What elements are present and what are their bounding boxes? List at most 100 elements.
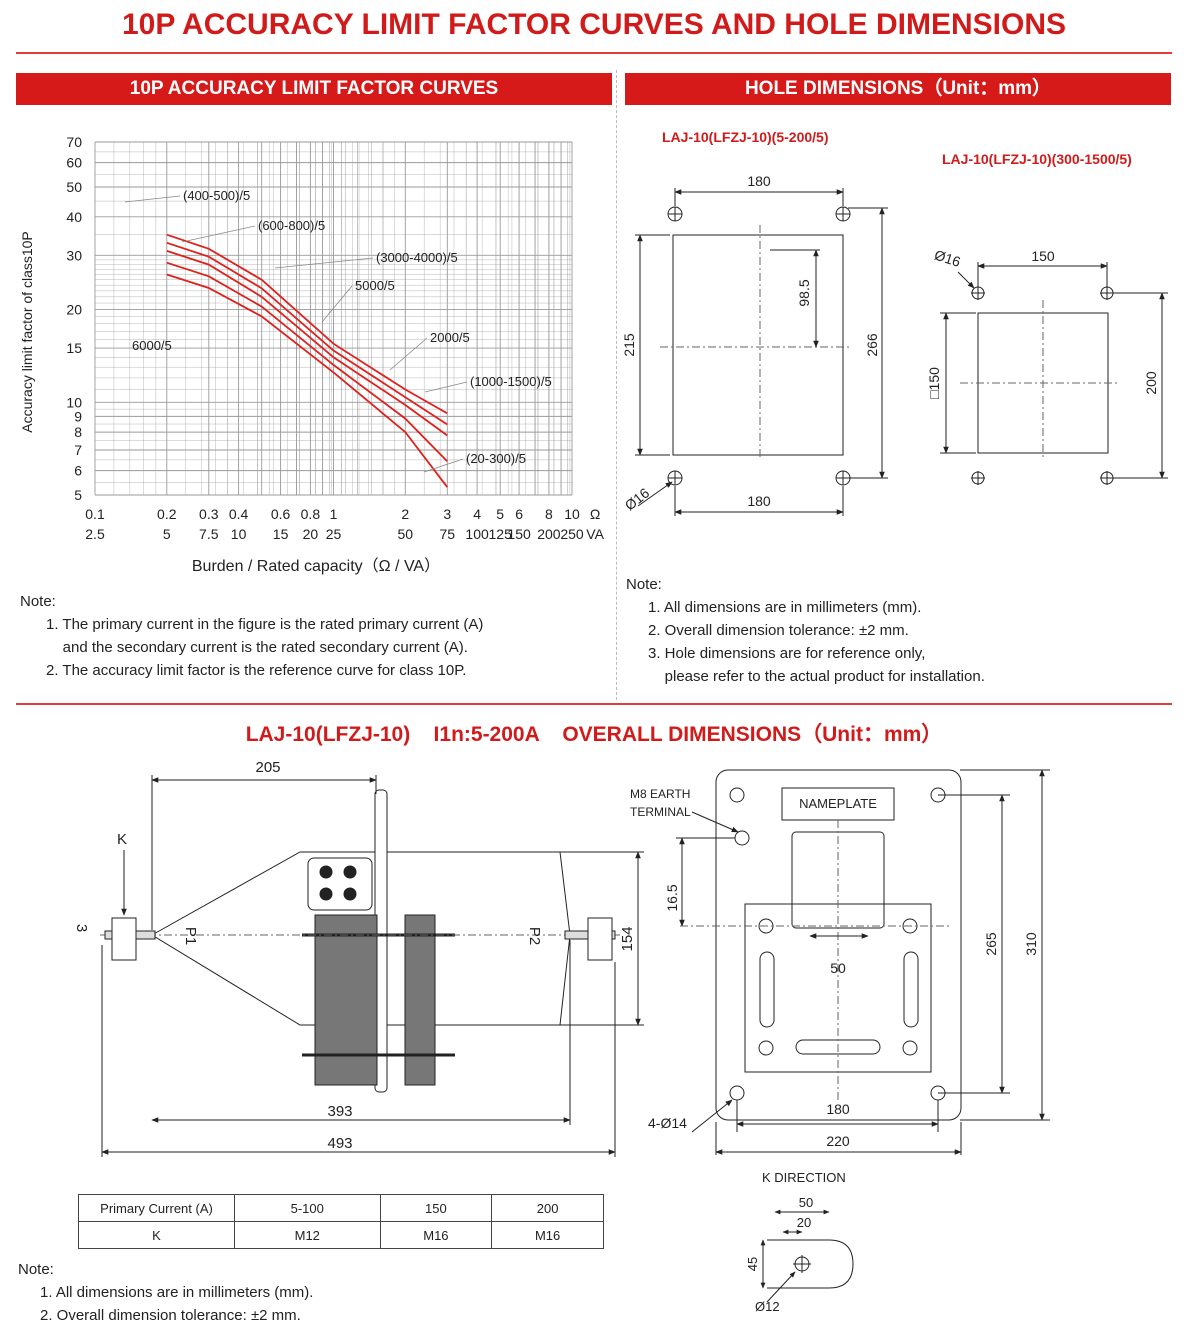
curve-label: (20-300)/5 — [466, 451, 526, 466]
x-tick-label-va: 10 — [231, 526, 247, 542]
note-heading: Note: — [626, 576, 662, 593]
x-tick-label: 5 — [496, 506, 504, 522]
y-tick-label: 7 — [74, 442, 82, 458]
leader-line — [389, 337, 428, 371]
core-right — [404, 914, 436, 1086]
terminal-label: TERMINAL — [630, 805, 691, 819]
table-row: K M12 M16 M16 — [78, 1221, 604, 1249]
note-line: 2. Overall dimension tolerance: ±2 mm. — [648, 622, 909, 639]
terminal-bolt-k — [111, 917, 137, 961]
x-tick-label-va: 25 — [326, 526, 342, 542]
dim-left-small: 215 — [621, 333, 637, 357]
note-line: 1. All dimensions are in millimeters (mm… — [40, 1284, 314, 1301]
dim-16-5: 16.5 — [664, 884, 680, 911]
x-tick-label-va: 250 — [560, 526, 584, 542]
hole-dimension-drawing: 180 180 215 266 98.5 Ø16 150 □150 200 Ø1… — [621, 173, 1168, 516]
y-tick-label: 15 — [66, 340, 82, 356]
chart-x-axis-label: Burden / Rated capacity（Ω / VA） — [192, 557, 440, 575]
x-tick-label-va: 150 — [507, 526, 531, 542]
right-banner: HOLE DIMENSIONS（Unit：mm） — [625, 73, 1171, 105]
note-line: 3. Hole dimensions are for reference onl… — [648, 645, 926, 662]
overall-dimensions-title: LAJ-10(LFZJ-10) I1n:5-200A OVERALL DIMEN… — [245, 723, 943, 746]
leader-line — [274, 257, 374, 269]
note-line: please refer to the actual product for i… — [648, 668, 985, 685]
series-line — [166, 241, 448, 426]
k-dim-20: 20 — [797, 1215, 811, 1230]
k-marker: K — [117, 831, 127, 848]
k-direction-drawing: 50 20 45 Ø12 — [745, 1195, 854, 1314]
dim-220: 220 — [826, 1133, 850, 1149]
curve-label: 2000/5 — [430, 330, 470, 345]
leader-line — [124, 195, 181, 203]
note-line: 1. The primary current in the figure is … — [46, 616, 484, 633]
x-tick-label: 0.8 — [301, 506, 321, 522]
x-tick-label-va: 75 — [440, 526, 456, 542]
curve-label: (600-800)/5 — [258, 218, 325, 233]
series-line — [166, 233, 448, 415]
leader-line — [181, 225, 256, 243]
note-line: and the secondary current is the rated s… — [46, 639, 468, 656]
x-tick-label: 3 — [443, 506, 451, 522]
earth-terminal — [734, 830, 750, 846]
note-heading: Note: — [18, 1261, 54, 1278]
note-line: 2. Overall dimension tolerance: ±2 mm. — [40, 1307, 301, 1324]
x-tick-label-va: 2.5 — [85, 526, 105, 542]
x-tick-label-va: 100 — [465, 526, 489, 542]
y-tick-label: 50 — [66, 179, 82, 195]
hole-label-small: LAJ-10(LFZJ-10)(5-200/5) — [662, 129, 829, 145]
dim-180: 180 — [826, 1101, 850, 1117]
x-tick-label: 0.2 — [157, 506, 177, 522]
x-tick-label-va: 7.5 — [199, 526, 219, 542]
column-divider — [616, 70, 617, 700]
corner-hole — [729, 1085, 745, 1101]
dim-mid-small: 98.5 — [796, 279, 812, 306]
y-tick-label: 10 — [66, 394, 82, 410]
slot — [903, 951, 919, 1028]
x-tick-label: 0.4 — [229, 506, 249, 522]
terminal-bolt — [587, 917, 613, 961]
hole-callout: 4-Ø14 — [648, 1115, 687, 1131]
k-hole-dia: Ø12 — [755, 1299, 780, 1314]
front-view-drawing: NAMEPLATE M8 EARTH TERMINAL 16.5 50 265 … — [630, 769, 1050, 1155]
curve-label: (3000-4000)/5 — [376, 250, 458, 265]
y-tick-label: 5 — [74, 487, 82, 503]
dim-left-large: □150 — [926, 367, 942, 399]
series-line — [166, 261, 448, 463]
dim-right-large: 200 — [1143, 371, 1159, 395]
y-tick-label: 60 — [66, 155, 82, 171]
hole-notes: Note: 1. All dimensions are in millimete… — [626, 573, 985, 688]
dimension-notes: Note: 1. All dimensions are in millimete… — [18, 1258, 313, 1327]
side-view-drawing: 205 393 493 154 3 K P1 P2 — [73, 759, 644, 1157]
k-table: Primary Current (A) 5-100 150 200 K M12 … — [78, 1194, 604, 1249]
hole-dia-small: Ø16 — [622, 484, 653, 513]
plate-outline-small — [672, 234, 844, 456]
table-cell: 150 — [379, 1194, 493, 1222]
table-cell: Primary Current (A) — [78, 1194, 235, 1222]
hole-label-large: LAJ-10(LFZJ-10)(300-1500/5) — [942, 151, 1132, 167]
dim-50: 50 — [830, 960, 846, 976]
x-tick-label: 1 — [330, 506, 338, 522]
leader-line — [321, 285, 353, 323]
frame-hole — [758, 1040, 774, 1056]
terminal-screw — [319, 865, 333, 879]
dim-393: 393 — [327, 1103, 352, 1120]
y-tick-label: 8 — [74, 424, 82, 440]
title-rule — [16, 52, 1172, 54]
series-line — [166, 250, 448, 437]
y-tick-label: 40 — [66, 209, 82, 225]
curve-label: (1000-1500)/5 — [470, 374, 552, 389]
note-line: 2. The accuracy limit factor is the refe… — [46, 662, 467, 679]
y-tick-label: 30 — [66, 247, 82, 263]
series-line — [166, 273, 449, 488]
x-tick-label: 4 — [473, 506, 481, 522]
dim-154: 154 — [619, 926, 636, 951]
curve-label: 6000/5 — [132, 338, 172, 353]
p1-marker: P1 — [182, 927, 199, 945]
x-tick-label: Ω — [590, 506, 600, 522]
secondary-terminal-box — [307, 857, 373, 911]
x-tick-label: 6 — [515, 506, 523, 522]
x-tick-label-va: 200 — [537, 526, 561, 542]
y-tick-label: 20 — [66, 302, 82, 318]
hole-dia-large: Ø16 — [932, 247, 962, 270]
